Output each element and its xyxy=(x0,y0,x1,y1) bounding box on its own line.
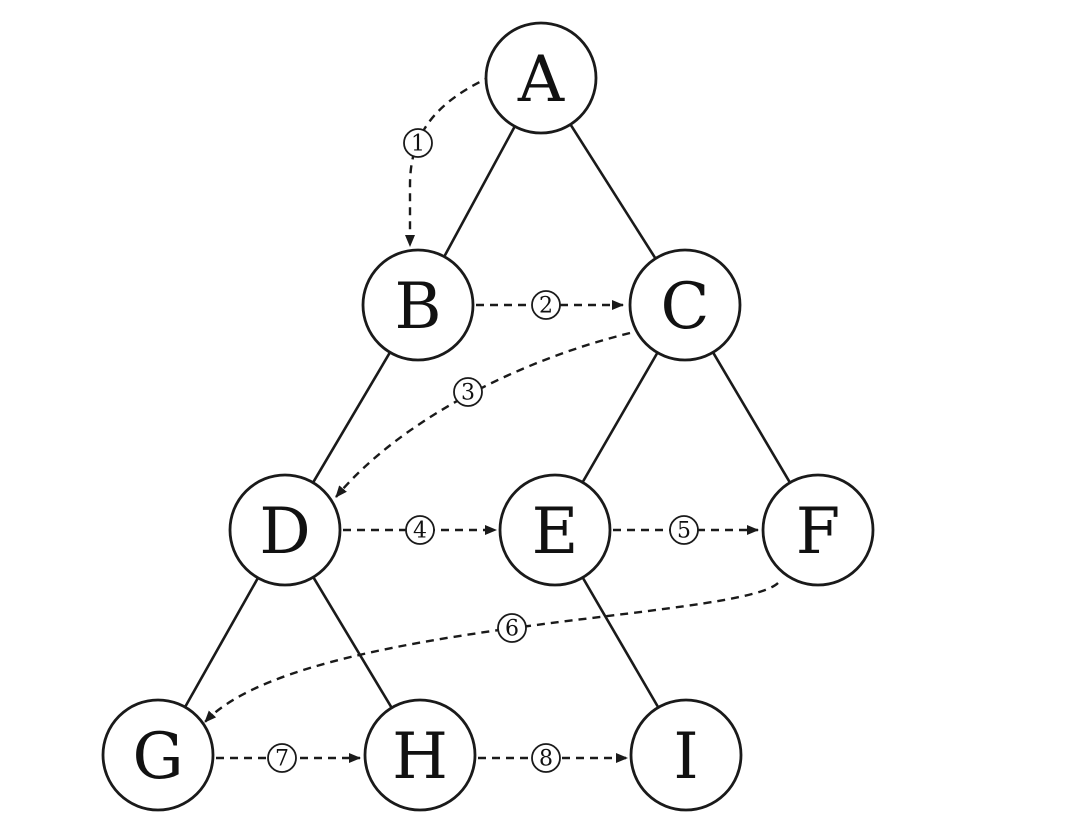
step-label-1: 1 xyxy=(403,128,433,158)
edge-e-i xyxy=(581,576,660,709)
tree-edges xyxy=(183,123,792,709)
node-label: F xyxy=(796,495,840,569)
step-labels: 1 2 3 4 5 6 7 8 xyxy=(267,128,699,773)
node-f: F xyxy=(761,473,875,587)
node-circle xyxy=(228,473,342,587)
node-circle xyxy=(761,473,875,587)
node-b: B xyxy=(361,248,475,362)
node-label: A xyxy=(517,43,565,117)
node-label: G xyxy=(132,720,183,794)
edge-c-f xyxy=(711,351,792,484)
traversal-arrows xyxy=(204,74,779,763)
step-number: 4 xyxy=(413,519,427,544)
node-circle xyxy=(628,248,742,362)
step-badge-circle xyxy=(497,613,527,643)
node-g: G xyxy=(101,698,215,812)
step-label-3: 3 xyxy=(453,377,483,407)
node-label: B xyxy=(394,270,441,344)
node-i: I xyxy=(629,698,743,812)
edge-b-d xyxy=(311,351,392,484)
edge-c-e xyxy=(581,351,659,484)
step-label-6: 6 xyxy=(497,613,527,643)
traversal-arrow-a-b xyxy=(405,74,493,247)
step-label-7: 7 xyxy=(267,743,297,773)
step-number: 5 xyxy=(677,519,691,544)
step-label-8: 8 xyxy=(531,743,561,773)
node-label: D xyxy=(259,495,310,569)
step-number: 6 xyxy=(505,617,519,642)
node-circle xyxy=(629,698,743,812)
step-badge-circle xyxy=(403,128,433,158)
step-badge-circle xyxy=(405,515,435,545)
step-badge-circle xyxy=(531,743,561,773)
node-d: D xyxy=(228,473,342,587)
step-number: 8 xyxy=(539,747,553,772)
traversal-arrow-c-d xyxy=(335,331,631,498)
node-circle xyxy=(361,248,475,362)
step-number: 1 xyxy=(411,132,425,157)
node-h: H xyxy=(363,698,477,812)
step-number: 7 xyxy=(275,747,289,772)
step-badge-circle xyxy=(669,515,699,545)
node-circle xyxy=(484,21,598,135)
step-label-4: 4 xyxy=(405,515,435,545)
step-badge-circle xyxy=(267,743,297,773)
step-number: 3 xyxy=(461,381,475,406)
node-label: C xyxy=(661,270,710,344)
step-badge-circle xyxy=(531,290,561,320)
edge-d-h xyxy=(312,576,393,709)
step-label-2: 2 xyxy=(531,290,561,320)
step-label-5: 5 xyxy=(669,515,699,545)
node-label: H xyxy=(392,720,448,794)
edge-d-g xyxy=(183,577,260,708)
node-circle xyxy=(101,698,215,812)
node-c: C xyxy=(628,248,742,362)
node-circle xyxy=(363,698,477,812)
node-label: I xyxy=(673,720,698,794)
edge-a-c xyxy=(569,123,657,260)
node-label: E xyxy=(532,495,579,569)
step-number: 2 xyxy=(539,294,553,319)
node-a: A xyxy=(484,21,598,135)
tree-nodes: A B C D E F G H I xyxy=(101,21,875,812)
edge-a-b xyxy=(443,125,516,258)
node-circle xyxy=(498,473,612,587)
node-e: E xyxy=(498,473,612,587)
step-badge-circle xyxy=(453,377,483,407)
